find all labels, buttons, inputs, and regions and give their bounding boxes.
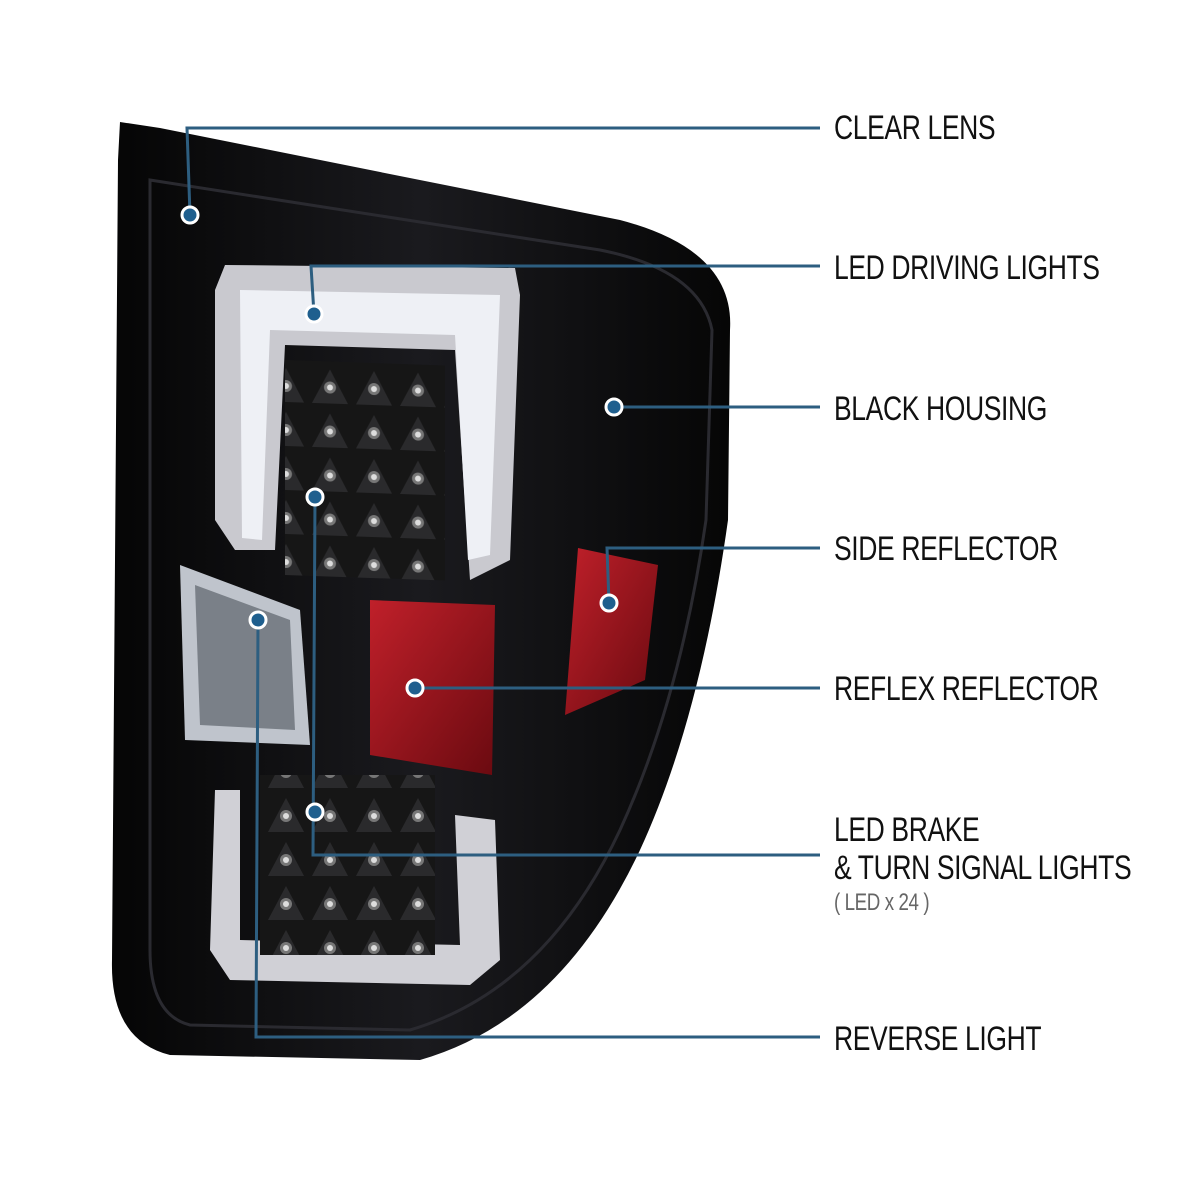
callout-dot (248, 610, 268, 630)
label-black-housing: BLACK HOUSING (834, 390, 1048, 428)
callout-line-led-brake (311, 496, 820, 857)
label-led-brake: LED BRAKE (834, 811, 980, 849)
label-reflex-reflector: REFLEX REFLECTOR (834, 670, 1099, 708)
callout-dot (305, 802, 325, 822)
led-array-upper (285, 359, 445, 581)
callout-dot (180, 205, 200, 225)
callout-line-reverse-light (254, 619, 820, 1039)
label-turn-signal: & TURN SIGNAL LIGHTS (834, 849, 1132, 887)
callout-line-clear-lens (185, 126, 820, 216)
light-bar-upper (215, 265, 520, 580)
label-reverse-light: REVERSE LIGHT (834, 1020, 1042, 1058)
callout-line-led-driving (309, 264, 820, 315)
callout-dot (305, 487, 325, 507)
label-led-count: ( LED x 24 ) (834, 889, 930, 916)
callout-line-side-reflector (605, 546, 820, 604)
callout-dot (304, 304, 324, 324)
callout-dot (604, 397, 624, 417)
label-clear-lens: CLEAR LENS (834, 109, 996, 147)
label-led-driving-lights: LED DRIVING LIGHTS (834, 249, 1100, 287)
label-side-reflector: SIDE REFLECTOR (834, 530, 1058, 568)
led-array-lower (260, 775, 435, 955)
callout-dot (599, 593, 619, 613)
side-reflector-shape (565, 548, 658, 715)
callout-dot (405, 678, 425, 698)
